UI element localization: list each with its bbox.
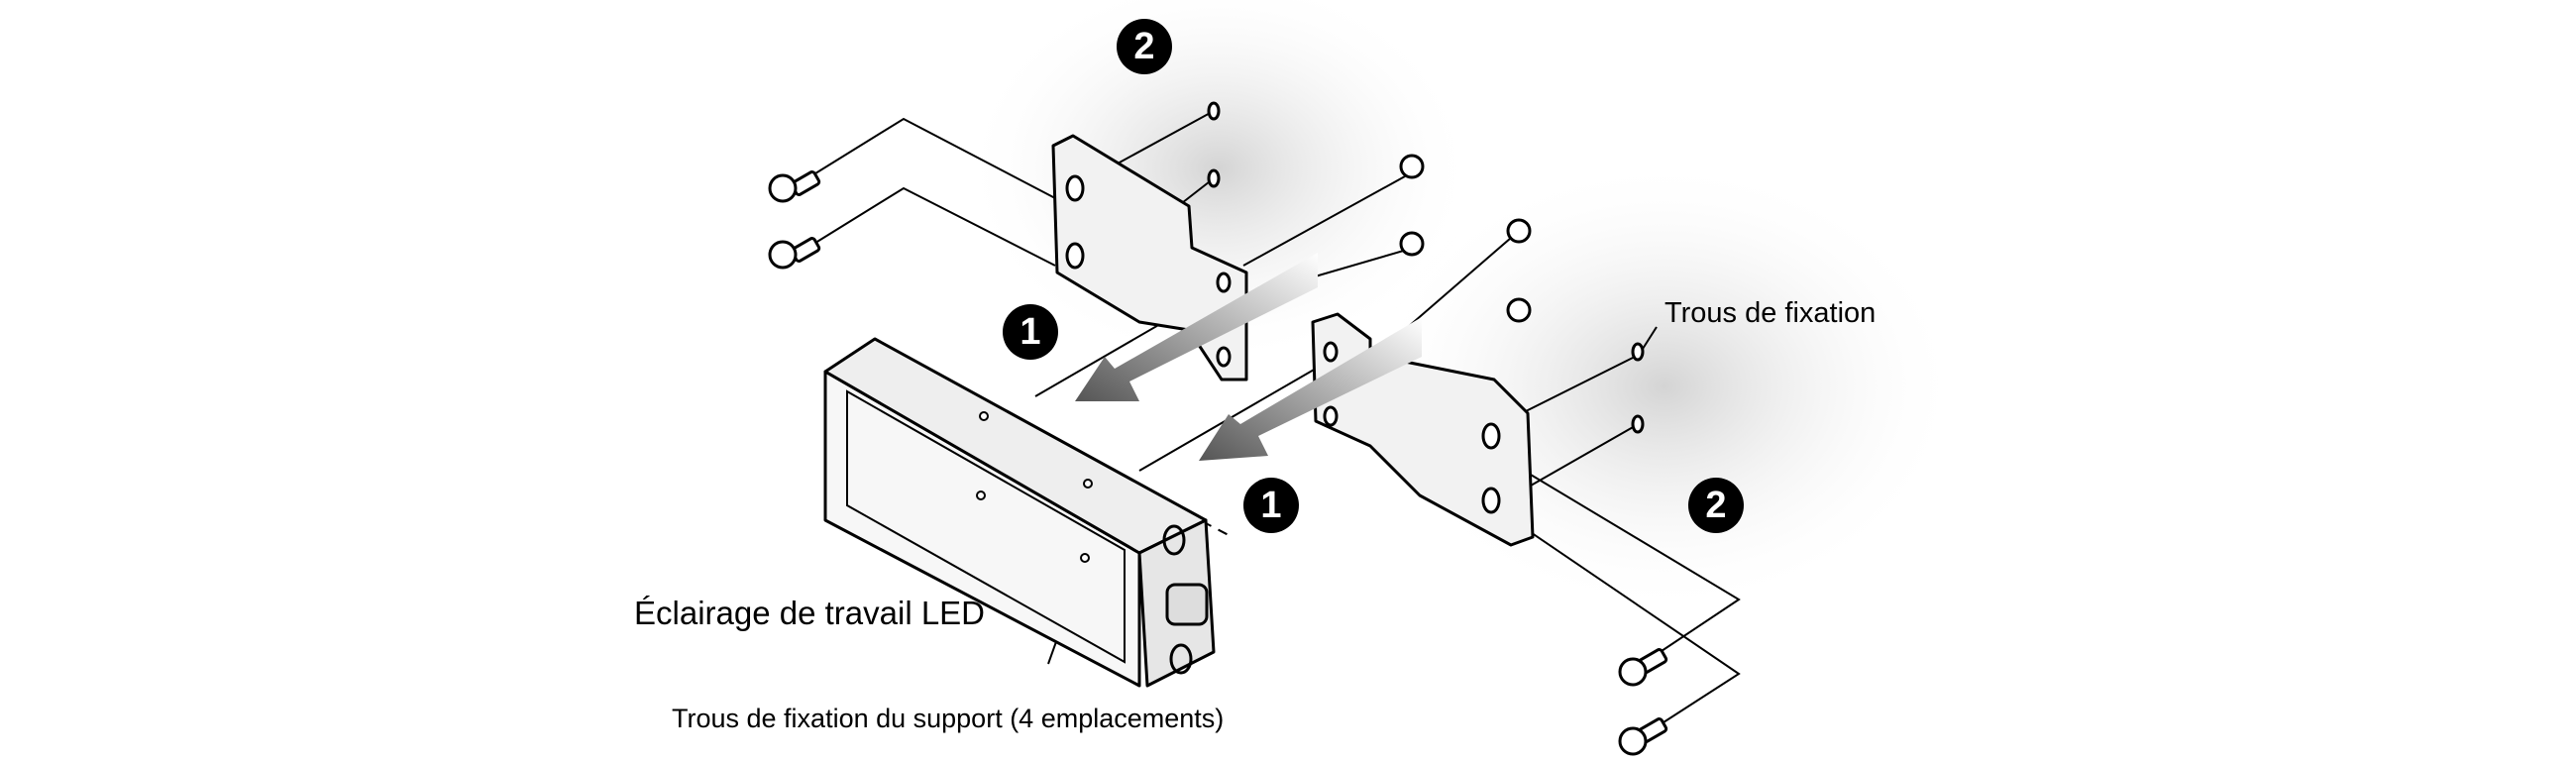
step-2-badge: 2 [1688,478,1744,533]
step-2-badge: 2 [1117,19,1172,74]
step-1-badge: 1 [1243,478,1299,533]
step-1-badge: 1 [1003,304,1058,360]
bracket-left-holes [1065,174,1232,368]
led-work-light [823,337,1216,688]
mounting-holes-label: Trous de fixation [1664,297,1877,329]
bracket-left [1051,134,1248,382]
screw-icon [768,237,821,270]
screw-icon [1618,648,1668,687]
screw-icon [1618,717,1668,756]
support-holes-label: Trous de fixation du support (4 emplacem… [672,704,1225,733]
screws [768,101,1668,756]
bracket-right-holes [1323,341,1501,514]
screw-icon [768,170,821,203]
led-work-light-label: Éclairage de travail LED [634,595,986,631]
cable-gland [1165,583,1209,626]
arrow-icon [1075,253,1318,401]
arrow-icon [1199,317,1422,461]
